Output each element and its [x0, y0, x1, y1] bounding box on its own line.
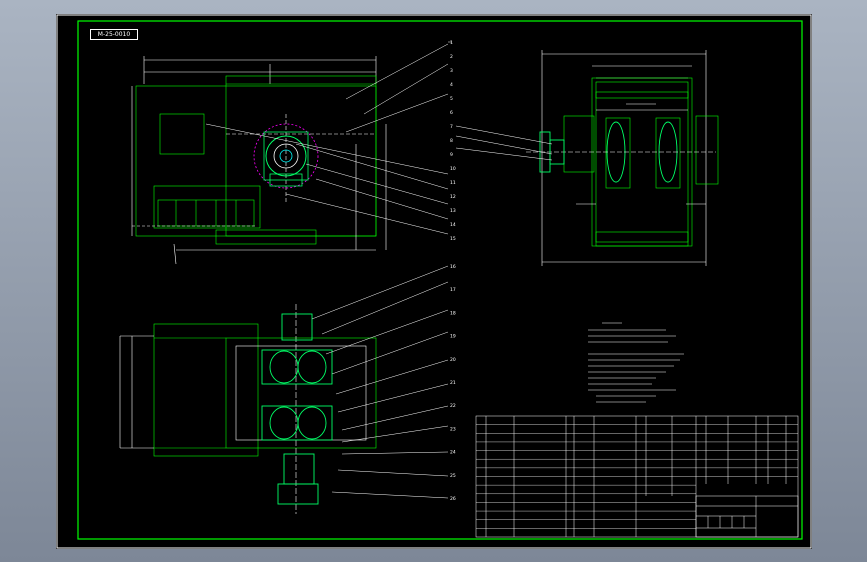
leader-lines-bottom [311, 265, 449, 499]
cad-drawing: 1234567891011121314151617181920212223242… [56, 14, 812, 549]
leader-number-bottom: 18 [450, 310, 456, 316]
leader-number-bottom: 23 [450, 426, 456, 432]
side-view [541, 50, 719, 266]
leader-number-bottom: 17 [450, 287, 456, 293]
leader-number-top: 13 [450, 208, 456, 214]
leader-number-bottom: 19 [450, 334, 456, 340]
leader-number-bottom: 16 [450, 264, 456, 270]
leader-number-top: 14 [450, 222, 456, 228]
leader-number-top: 7 [450, 124, 453, 130]
plan-view [119, 304, 377, 514]
leader-number-top: 9 [450, 152, 453, 158]
leader-number-top: 3 [450, 68, 453, 74]
gear-highlight [253, 123, 319, 189]
drawing-tag: M-25-0010 [90, 29, 138, 40]
leader-number-bottom: 22 [450, 403, 456, 409]
leader-lines-top [205, 41, 452, 235]
sheet-inner-frame [77, 20, 803, 540]
leader-number-top: 1 [450, 40, 453, 46]
side-view-pulleys [526, 121, 716, 183]
leader-number-top: 4 [450, 82, 453, 88]
sheet-outer-border [56, 14, 812, 549]
leader-number-bottom: 26 [450, 496, 456, 502]
leader-number-top: 2 [450, 54, 453, 60]
leader-number-top: 12 [450, 194, 456, 200]
plan-view-pulleys [261, 313, 333, 505]
leader-number-top: 8 [450, 138, 453, 144]
leader-number-top: 11 [450, 180, 456, 186]
leader-number-bottom: 21 [450, 380, 456, 386]
leader-number-top: 15 [450, 236, 456, 242]
leader-number-top: 10 [450, 166, 456, 172]
leader-lines-side [455, 125, 553, 161]
front-view [131, 56, 387, 265]
leader-number-bottom: 20 [450, 357, 456, 363]
bom-row-lines [476, 424, 798, 529]
leader-number-top: 5 [450, 96, 453, 102]
leader-number-top: 6 [450, 110, 453, 116]
leader-number-bottom: 25 [450, 473, 456, 479]
technical-notes [588, 322, 684, 403]
leader-number-bottom: 24 [450, 450, 456, 456]
